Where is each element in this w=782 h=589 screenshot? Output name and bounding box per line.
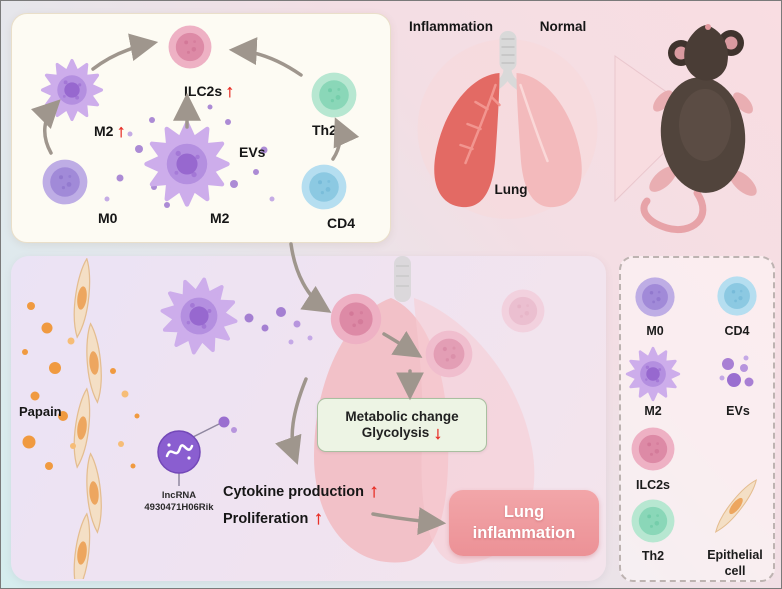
- legend-th2-label: Th2: [641, 549, 665, 563]
- ilc2-cell-icon: [630, 426, 676, 472]
- mechanism-panel: Papain lncRNA 4930471H06Rik Metabolic ch: [11, 256, 606, 581]
- ilc2s-label: ILC2s ↑: [184, 82, 234, 100]
- m2-top-label: M2 ↑: [94, 122, 125, 140]
- legend-m2-label: M2: [644, 404, 662, 418]
- evs-text: EVs: [239, 144, 266, 160]
- ev-trail-icon: [244, 307, 313, 345]
- m2-macrophage-icon: [625, 346, 681, 402]
- papain-dots-icon: [22, 302, 140, 470]
- m0-cell-icon: [41, 158, 89, 206]
- legend-cd4-label: CD4: [724, 324, 750, 338]
- lung-inflammation-box: Lung inflammation: [449, 490, 599, 556]
- th2-text: Th2: [312, 122, 337, 138]
- up-arrow-icon: ↑: [116, 121, 126, 141]
- legend-m0-label: M0: [646, 324, 664, 338]
- up-arrow-icon: ↑: [339, 120, 349, 140]
- cd4-text: CD4: [327, 215, 356, 231]
- metabolic-change-box: Metabolic change Glycolysis ↓: [317, 398, 487, 452]
- outcome-line2: inflammation: [472, 524, 576, 542]
- m0-text: M0: [98, 210, 118, 226]
- outcome-line1: Lung: [503, 503, 545, 522]
- legend-ilc2s-label: ILC2s: [635, 478, 671, 492]
- cd4-label: CD4: [327, 215, 355, 231]
- legend-epithelial-label: Epithelial cell: [699, 548, 771, 579]
- ilc2-cell-icon: [500, 288, 546, 334]
- legend-panel: M0 CD4 M2 EVs ILC2s Th2 Epithelial cell: [619, 256, 775, 582]
- lung-label: Lung: [494, 182, 528, 197]
- epithelial-line1: Epithelial: [707, 548, 763, 562]
- m0-label: M0: [98, 210, 117, 226]
- ev-dots-scatter-icon: [104, 104, 275, 208]
- m2-macrophage-icon: [154, 271, 244, 361]
- inflammation-label: Inflammation: [408, 19, 493, 34]
- m2-macrophage-icon: [40, 58, 104, 122]
- lncrna-icon: [157, 416, 237, 486]
- up-arrow-icon: ↑: [225, 81, 235, 101]
- proliferation-text: Proliferation: [223, 510, 309, 527]
- mouse-icon: [640, 24, 757, 233]
- th2-cell-icon: [310, 71, 358, 119]
- evs-label: EVs: [239, 144, 265, 160]
- up-arrow-icon: ↑: [368, 481, 379, 502]
- ev-dots-icon: [716, 352, 760, 396]
- papain-label: Papain: [19, 404, 62, 419]
- m2-center-text: M2: [210, 210, 230, 226]
- ilc2-cell-icon: [329, 292, 383, 346]
- m2-center-label: M2: [210, 210, 229, 226]
- cell-interaction-panel: M2 ↑ ILC2s ↑ Th2 ↑ M0 M2 CD4 EVs: [11, 13, 391, 243]
- legend-evs-label: EVs: [726, 404, 750, 418]
- ilc2s-text: ILC2s: [184, 83, 223, 99]
- normal-label: Normal: [539, 19, 587, 34]
- metabolic-text: Metabolic change: [345, 408, 459, 424]
- lung-comparison-icon: [417, 31, 598, 219]
- lncrna-line1: lncRNA: [161, 490, 197, 501]
- papain-text: Papain: [19, 404, 62, 419]
- th2-cell-icon: [630, 498, 676, 544]
- proliferation-label: Proliferation ↑: [223, 509, 323, 528]
- epithelial-cell-icon: [710, 476, 762, 536]
- m0-cell-icon: [634, 276, 676, 318]
- m2-macrophage-icon: [143, 120, 231, 208]
- down-arrow-icon: ↓: [433, 422, 443, 443]
- lncrna-line2: 4930471H06Rik: [144, 502, 214, 514]
- ilc2-cell-icon: [424, 329, 474, 379]
- up-arrow-icon: ↑: [313, 508, 323, 529]
- cytokine-text: Cytokine production: [223, 483, 364, 500]
- th2-label: Th2 ↑: [312, 121, 349, 139]
- cd4-cell-icon: [300, 163, 348, 211]
- zoom-beam: [614, 55, 702, 203]
- glycolysis-text: Glycolysis: [361, 425, 430, 440]
- m2-top-text: M2: [94, 123, 114, 139]
- cytokine-production-label: Cytokine production ↑: [223, 482, 378, 501]
- ilc2-cell-icon: [167, 24, 213, 70]
- epithelial-line2: cell: [724, 563, 746, 578]
- lncrna-label: lncRNA 4930471H06Rik: [111, 490, 247, 515]
- cd4-cell-icon: [716, 275, 758, 317]
